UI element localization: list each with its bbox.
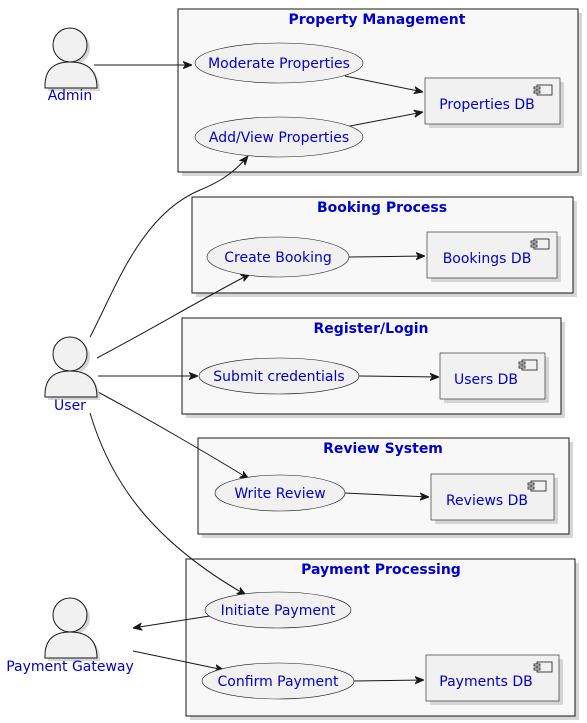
component-icon — [530, 238, 550, 250]
edge-confirm-paymentsdb — [353, 680, 424, 681]
component-label: Properties DB — [439, 97, 535, 113]
usecase-label: Create Booking — [224, 250, 331, 266]
component-label: Users DB — [454, 372, 518, 388]
actor-icon — [44, 336, 100, 400]
component-icon — [533, 84, 553, 96]
component-bookings-db[interactable]: Bookings DB — [426, 231, 561, 282]
package-title: Payment Processing — [301, 562, 461, 578]
edge-writereview-reviewsdb — [343, 493, 429, 497]
edges — [89, 65, 439, 681]
edge-user-writereview — [97, 391, 249, 479]
edge-initiate-gateway — [133, 614, 217, 628]
component-icon — [527, 480, 547, 492]
usecase-label: Submit credentials — [213, 369, 344, 385]
usecase-initiate-payment[interactable]: Initiate Payment — [204, 591, 352, 629]
actor-label: User — [54, 398, 86, 414]
component-reviews-db[interactable]: Reviews DB — [430, 473, 558, 524]
usecase-label: Confirm Payment — [218, 674, 339, 690]
usecase-moderate-properties[interactable]: Moderate Properties — [194, 42, 364, 84]
component-label: Payments DB — [439, 674, 532, 690]
edge-moderate-propertiesdb — [344, 75, 423, 92]
usecase-label: Add/View Properties — [209, 130, 349, 146]
usecase-submit-credentials[interactable]: Submit credentials — [198, 357, 360, 395]
package-title: Property Management — [289, 12, 466, 28]
component-icon — [533, 661, 553, 673]
component-properties-db[interactable]: Properties DB — [424, 77, 564, 128]
actor-label: Admin — [48, 88, 93, 104]
component-label: Bookings DB — [443, 251, 532, 267]
actor-icon — [44, 27, 100, 91]
component-icon — [518, 359, 538, 371]
edge-gateway-confirm — [132, 650, 224, 670]
edge-user-initiatepayment — [89, 412, 246, 595]
usecase-add-view-properties[interactable]: Add/View Properties — [194, 116, 364, 158]
edge-addview-propertiesdb — [344, 112, 423, 128]
edge-user-addview — [89, 156, 248, 338]
edge-user-createbooking — [96, 274, 250, 359]
package-title: Booking Process — [317, 200, 447, 216]
usecase-label: Moderate Properties — [208, 56, 350, 72]
component-users-db[interactable]: Users DB — [439, 352, 549, 403]
package-title: Review System — [323, 441, 443, 457]
actor-icon — [44, 597, 100, 661]
usecase-write-review[interactable]: Write Review — [214, 474, 346, 512]
usecase-label: Initiate Payment — [221, 603, 336, 619]
usecase-confirm-payment[interactable]: Confirm Payment — [201, 662, 355, 700]
package-title: Register/Login — [314, 321, 429, 337]
edge-submit-usersdb — [358, 376, 439, 377]
component-payments-db[interactable]: Payments DB — [425, 654, 563, 705]
component-label: Reviews DB — [446, 493, 528, 509]
actor-label: Payment Gateway — [6, 659, 134, 675]
usecase-create-booking[interactable]: Create Booking — [206, 236, 350, 278]
actor-user[interactable]: User — [44, 336, 100, 414]
actor-payment-gateway[interactable]: Payment Gateway — [6, 597, 134, 675]
edge-createbooking-bookingsdb — [348, 256, 425, 257]
usecase-label: Write Review — [234, 486, 325, 502]
actor-admin[interactable]: Admin — [44, 27, 100, 104]
